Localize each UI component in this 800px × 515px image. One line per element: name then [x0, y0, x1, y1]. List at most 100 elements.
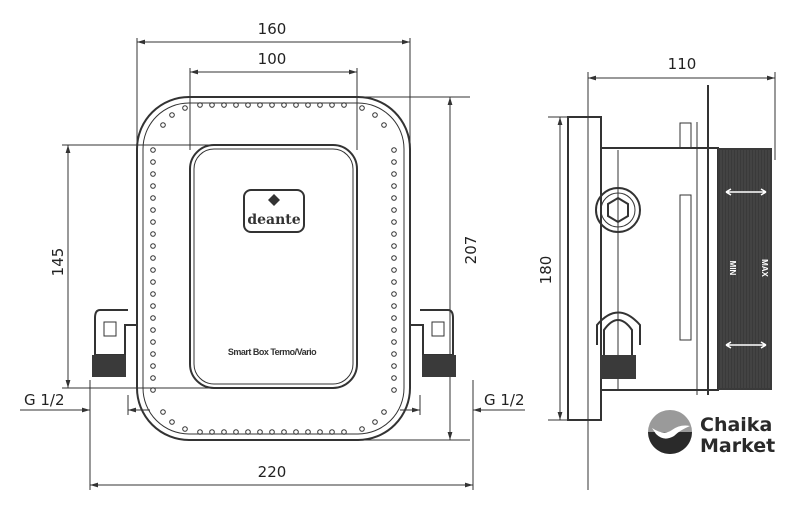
- dim-207: 207: [462, 236, 480, 265]
- mounting-hole: [305, 429, 311, 435]
- threaded-sleeve: MIN MAX: [718, 148, 772, 390]
- mounting-hole: [221, 102, 227, 108]
- mounting-hole: [150, 183, 156, 189]
- mounting-hole: [150, 231, 156, 237]
- mounting-hole: [245, 102, 251, 108]
- mounting-hole: [391, 219, 397, 225]
- thread-left-label: G 1/2: [24, 391, 65, 409]
- mounting-hole: [381, 409, 387, 415]
- front-view: 160 100 207 145 220 G 1/2 G 1/2: [20, 20, 525, 490]
- mounting-hole: [197, 429, 203, 435]
- mounting-hole: [150, 255, 156, 261]
- mounting-hole: [329, 102, 335, 108]
- side-view: 110 180 MIN MAX: [537, 55, 776, 490]
- mounting-hole: [281, 429, 287, 435]
- mounting-hole: [150, 195, 156, 201]
- mounting-hole: [329, 429, 335, 435]
- mounting-hole: [341, 429, 347, 435]
- mounting-hole: [391, 375, 397, 381]
- mounting-hole: [150, 267, 156, 273]
- mounting-hole: [391, 147, 397, 153]
- dim-180: 180: [537, 256, 555, 285]
- mounting-hole: [391, 315, 397, 321]
- mounting-hole: [391, 231, 397, 237]
- mounting-hole: [150, 327, 156, 333]
- mounting-hole: [233, 429, 239, 435]
- mounting-hole: [150, 315, 156, 321]
- mounting-hole: [391, 207, 397, 213]
- side-fitting: [596, 311, 641, 379]
- mounting-hole: [150, 243, 156, 249]
- mounting-hole: [150, 207, 156, 213]
- mounting-hole: [391, 195, 397, 201]
- svg-text:deante: deante: [247, 212, 300, 228]
- watermark-line1: Chaika: [700, 414, 772, 436]
- mounting-hole: [150, 219, 156, 225]
- mounting-hole: [391, 183, 397, 189]
- mounting-hole: [150, 387, 156, 393]
- mounting-hole: [160, 122, 166, 128]
- mounting-hole: [169, 112, 175, 118]
- dim-220: 220: [258, 463, 287, 481]
- mounting-hole: [372, 419, 378, 425]
- mounting-hole: [160, 409, 166, 415]
- mounting-hole: [305, 102, 311, 108]
- mounting-hole: [391, 243, 397, 249]
- mounting-hole: [391, 267, 397, 273]
- mounting-hole: [391, 171, 397, 177]
- chaika-market-logo: Chaika Market: [648, 410, 775, 457]
- mounting-hole: [381, 122, 387, 128]
- dim-100: 100: [258, 50, 287, 68]
- mounting-hole: [209, 102, 215, 108]
- dim-110: 110: [668, 55, 697, 73]
- mounting-hole: [150, 303, 156, 309]
- mounting-hole: [257, 429, 263, 435]
- mounting-hole: [391, 327, 397, 333]
- product-label: Smart Box Termo/Vario: [228, 347, 317, 357]
- mounting-hole: [317, 429, 323, 435]
- right-fitting: [410, 309, 456, 377]
- mounting-hole: [269, 429, 275, 435]
- mounting-hole: [150, 147, 156, 153]
- mounting-hole: [391, 279, 397, 285]
- mounting-hole: [391, 291, 397, 297]
- mounting-hole: [150, 171, 156, 177]
- mounting-hole: [391, 351, 397, 357]
- mounting-hole: [150, 351, 156, 357]
- thread-right-label: G 1/2: [484, 391, 525, 409]
- mounting-hole: [391, 363, 397, 369]
- mounting-hole: [150, 279, 156, 285]
- mounting-hole: [233, 102, 239, 108]
- mounting-hole: [391, 339, 397, 345]
- watermark-line2: Market: [700, 435, 775, 457]
- mounting-hole: [341, 102, 347, 108]
- mounting-hole: [359, 105, 365, 111]
- mounting-hole: [150, 363, 156, 369]
- mounting-hole: [245, 429, 251, 435]
- min-label: MIN: [728, 261, 737, 276]
- mounting-hole: [209, 429, 215, 435]
- mounting-hole: [293, 429, 299, 435]
- mounting-hole: [269, 102, 275, 108]
- mounting-hole: [391, 159, 397, 165]
- mounting-hole: [221, 429, 227, 435]
- mounting-hole: [182, 426, 188, 432]
- mounting-holes: [150, 102, 397, 435]
- dim-145: 145: [49, 248, 67, 277]
- mounting-hole: [391, 303, 397, 309]
- mounting-hole: [150, 339, 156, 345]
- mounting-hole: [169, 419, 175, 425]
- box-outer-frame: [136, 96, 411, 441]
- mounting-hole: [391, 387, 397, 393]
- deante-logo: deante: [243, 189, 305, 233]
- left-fitting: [92, 309, 137, 377]
- mounting-hole: [150, 375, 156, 381]
- mounting-hole: [197, 102, 203, 108]
- mounting-hole: [372, 112, 378, 118]
- mounting-hole: [293, 102, 299, 108]
- hex-nut: [595, 187, 641, 233]
- mounting-hole: [182, 105, 188, 111]
- mounting-hole: [257, 102, 263, 108]
- max-label: MAX: [760, 259, 769, 277]
